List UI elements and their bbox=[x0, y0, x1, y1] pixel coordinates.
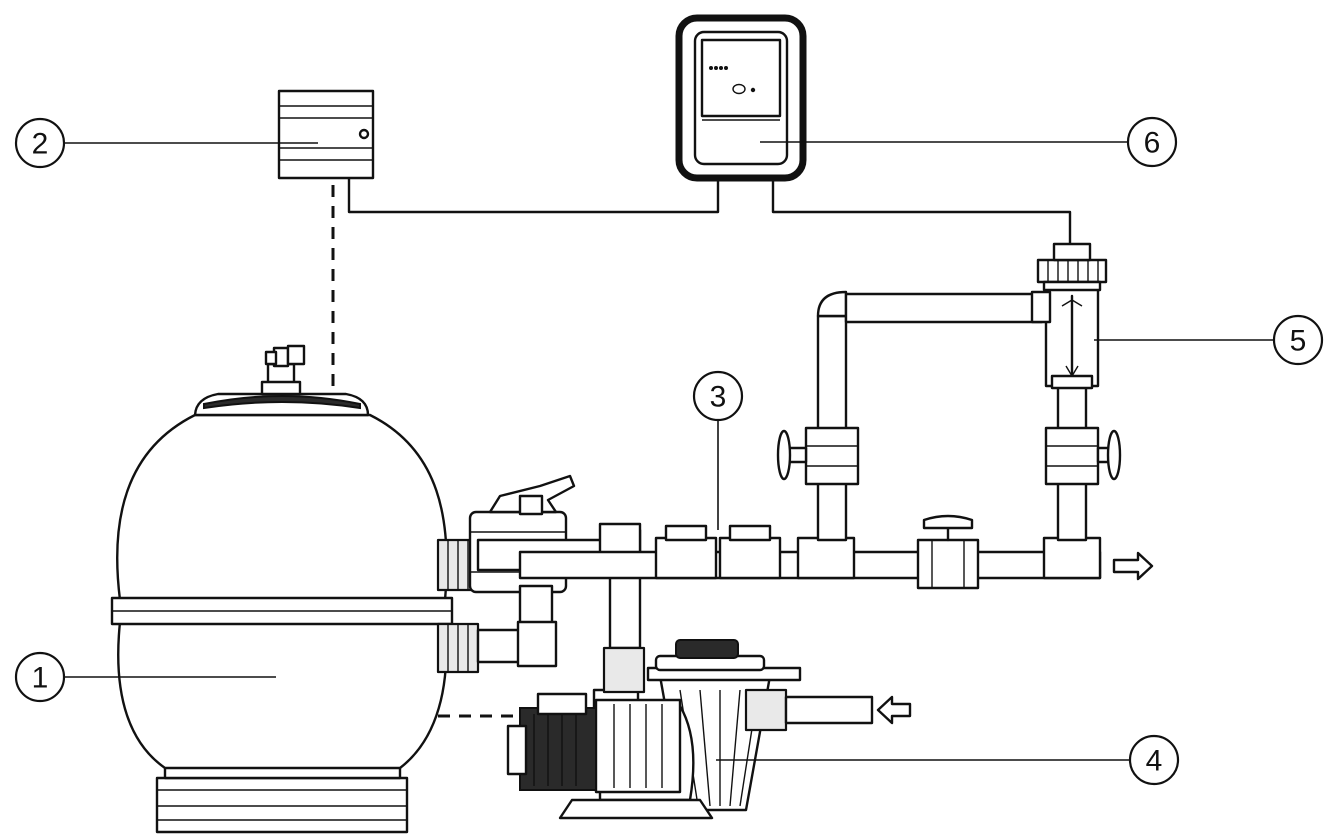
wire-controller-to-cell bbox=[771, 170, 1072, 260]
callout-4: 4 bbox=[1128, 734, 1180, 786]
wire-box-to-controller bbox=[347, 170, 720, 214]
electrolysis-cell bbox=[1030, 242, 1108, 390]
callout-2-label: 2 bbox=[32, 128, 49, 161]
sand-filter bbox=[110, 344, 480, 834]
callout-4-label: 4 bbox=[1146, 745, 1163, 778]
callout-3-label: 3 bbox=[710, 381, 727, 414]
callout-2: 2 bbox=[14, 117, 66, 169]
inlet-arrow bbox=[876, 695, 912, 725]
pump bbox=[506, 639, 874, 820]
bypass-loop bbox=[776, 290, 1122, 542]
callout-6: 6 bbox=[1126, 116, 1178, 168]
outlet-arrow bbox=[1112, 551, 1154, 581]
callout-1-label: 1 bbox=[32, 662, 49, 695]
control-unit bbox=[675, 14, 807, 182]
callout-3: 3 bbox=[692, 370, 744, 422]
junction-box bbox=[277, 89, 375, 180]
callout-5: 5 bbox=[1272, 314, 1324, 366]
pump-discharge-pipe bbox=[598, 522, 642, 650]
callout-1: 1 bbox=[14, 651, 66, 703]
return-pipe bbox=[518, 514, 1102, 590]
callout-6-label: 6 bbox=[1144, 127, 1161, 160]
callout-5-label: 5 bbox=[1290, 325, 1307, 358]
